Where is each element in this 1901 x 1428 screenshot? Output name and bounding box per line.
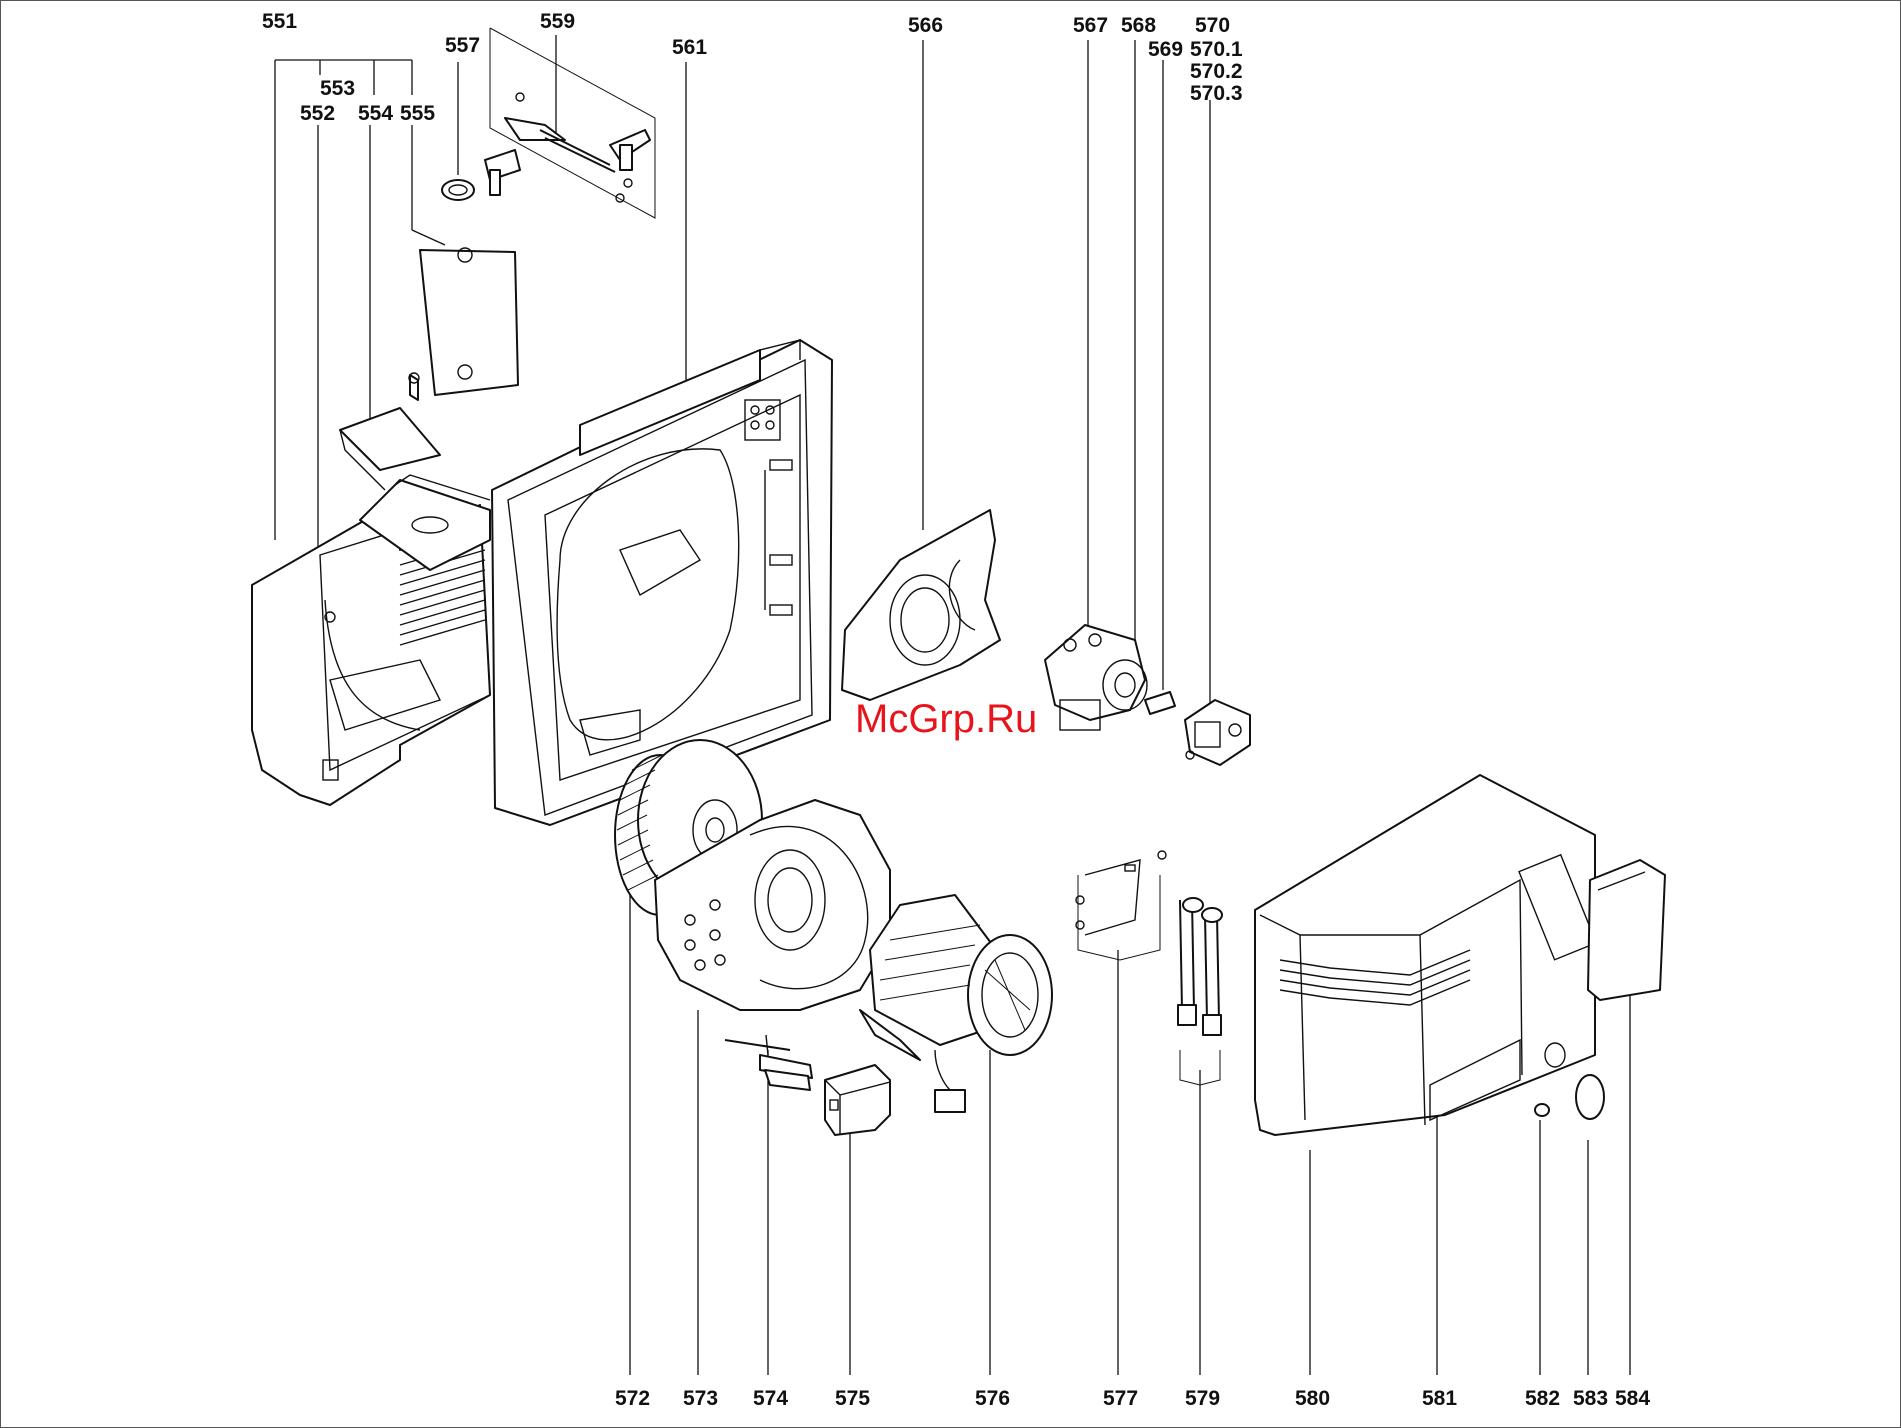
label-566: 566 <box>908 14 943 37</box>
label-580: 580 <box>1295 1387 1330 1410</box>
ignition-transformer-575 <box>825 1065 890 1135</box>
label-570-2: 570.2 <box>1190 60 1243 83</box>
linkage-559 <box>485 93 650 202</box>
burner-cover-580 <box>1255 775 1596 1135</box>
main-housing-561 <box>492 340 832 825</box>
coupling-569 <box>1145 692 1175 714</box>
label-579: 579 <box>1185 1387 1220 1410</box>
air-flap-557 <box>420 180 518 395</box>
screw-582 <box>1535 1104 1549 1116</box>
label-581: 581 <box>1422 1387 1457 1410</box>
oil-pump-567 <box>1045 625 1147 730</box>
label-570-1: 570.1 <box>1190 38 1243 61</box>
label-574: 574 <box>753 1387 788 1410</box>
label-570: 570 <box>1195 14 1230 37</box>
label-583: 583 <box>1573 1387 1608 1410</box>
ignition-electrode-574 <box>725 1035 812 1090</box>
solenoid-valve-570 <box>1185 700 1250 765</box>
label-561: 561 <box>672 36 707 59</box>
label-552: 552 <box>300 102 335 125</box>
label-569: 569 <box>1148 38 1183 61</box>
inspection-cover-584 <box>1588 860 1665 1000</box>
gasket-566 <box>842 510 1000 700</box>
label-568: 568 <box>1121 14 1156 37</box>
label-554: 554 <box>358 102 393 125</box>
oil-hoses-579 <box>1178 898 1222 1035</box>
label-577: 577 <box>1103 1387 1138 1410</box>
watermark: McGrp.Ru <box>855 697 1037 741</box>
label-567: 567 <box>1073 14 1108 37</box>
label-573: 573 <box>683 1387 718 1410</box>
label-582: 582 <box>1525 1387 1560 1410</box>
label-555: 555 <box>400 102 435 125</box>
cover-plate-554 <box>340 373 440 490</box>
label-575: 575 <box>835 1387 870 1410</box>
sight-glass-583 <box>1576 1075 1604 1119</box>
label-553: 553 <box>320 77 355 100</box>
label-557: 557 <box>445 34 480 57</box>
label-551: 551 <box>262 10 297 33</box>
label-572: 572 <box>615 1387 650 1410</box>
wiring-harness-577 <box>1076 851 1166 935</box>
label-576: 576 <box>975 1387 1010 1410</box>
label-570-3: 570.3 <box>1190 82 1243 105</box>
air-intake-housing-551 <box>252 475 490 805</box>
label-559: 559 <box>540 10 575 33</box>
label-584: 584 <box>1615 1387 1650 1410</box>
